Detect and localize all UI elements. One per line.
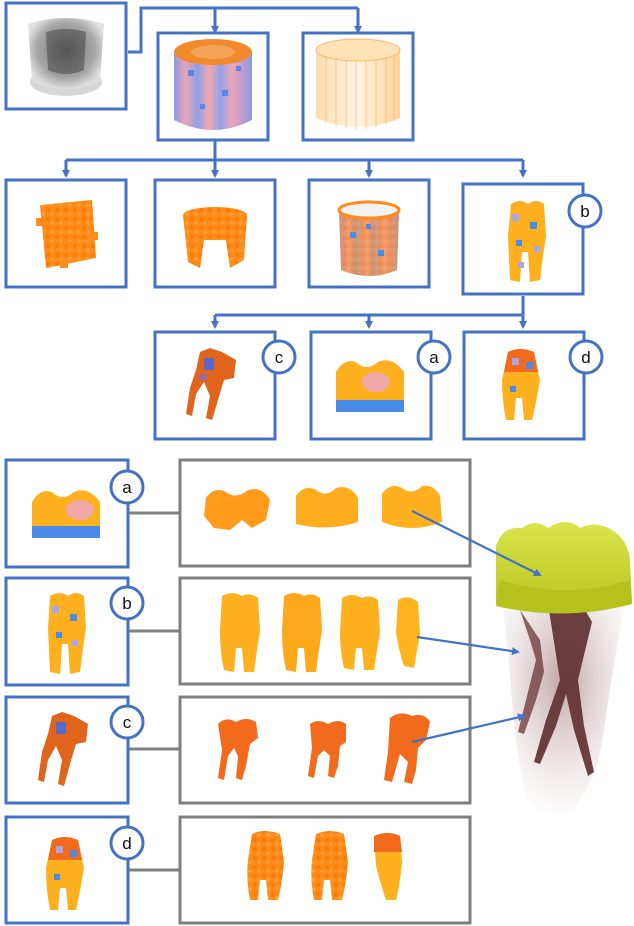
badge-a: a [111, 471, 143, 503]
detail-row-d: d [6, 817, 470, 923]
badge-a: a [418, 341, 450, 373]
badge-b-label: b [122, 594, 131, 613]
detail-row-a: a [6, 460, 470, 567]
level3-panel-a: a [311, 332, 450, 439]
badge-c: c [111, 706, 143, 738]
badge-d-label: d [122, 834, 131, 853]
cylinder-shell-icon [339, 202, 399, 276]
badge-d: d [111, 827, 143, 859]
transparent-cylinder-panel [303, 33, 413, 140]
badge-c: c [263, 341, 295, 373]
level2-panel-2 [155, 180, 275, 287]
scattered-voxels-icon [36, 200, 98, 268]
crown-icon [32, 490, 100, 538]
level2-panel-3 [309, 180, 429, 287]
detail-row-c: c [6, 697, 470, 803]
badge-c-label: c [123, 713, 132, 732]
level2-panel-1 [6, 180, 126, 287]
level3-panel-c: c [155, 332, 295, 439]
badge-d-label: d [581, 348, 590, 367]
badge-d: d [570, 341, 602, 373]
crown-icon [336, 360, 404, 412]
hierarchy-connectors [66, 8, 523, 327]
final-tooth-render-icon [496, 522, 632, 813]
badge-b: b [111, 587, 143, 619]
badge-b-label: b [580, 202, 589, 221]
final-tooth-render [496, 522, 632, 813]
segmented-cylinder-icon [174, 39, 252, 130]
badge-b: b [569, 195, 601, 227]
source-volume-panel [6, 3, 126, 109]
volume-render-icon [28, 18, 104, 96]
badge-c-label: c [275, 348, 284, 367]
level3-panel-d: d [464, 332, 602, 439]
segmented-cylinder-panel [158, 33, 268, 140]
detail-row-b: b [6, 578, 470, 685]
badge-a-label: a [122, 478, 132, 497]
level2-panel-4: b [463, 184, 601, 294]
transparent-cylinder-icon [316, 39, 400, 129]
badge-a-label: a [429, 348, 439, 367]
